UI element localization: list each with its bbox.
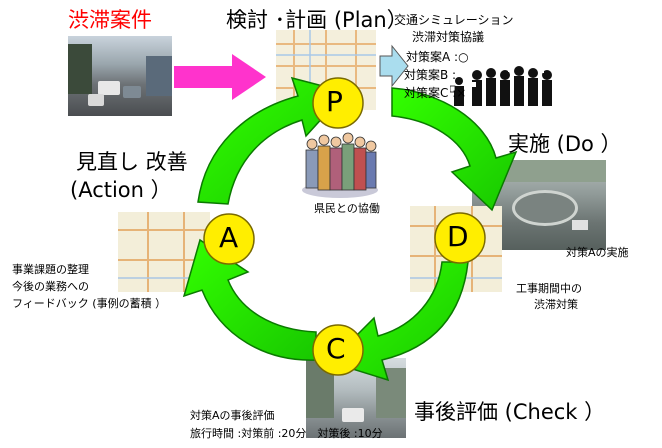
letter-plan: P xyxy=(326,85,343,118)
do-caption: 対策Aの実施 xyxy=(566,246,629,259)
plan-option-c: 対策案C :× xyxy=(404,86,467,100)
plan-title: 検討 ･計画 (Plan） xyxy=(226,8,408,32)
circle-plan xyxy=(312,77,364,129)
meeting-clipart xyxy=(468,62,556,108)
action-caption-line3: フィードバック (事例の蓄積 ） xyxy=(12,297,167,310)
arrow-check-to-action xyxy=(182,238,317,361)
check-caption-line2: 旅行時間 :対策前 :20分 対策後 :10分 xyxy=(190,427,383,440)
citizens-clipart xyxy=(300,128,380,198)
check-caption-line1: 対策Aの事後評価 xyxy=(190,409,275,422)
action-title-line2: (Action ） xyxy=(70,178,172,202)
plan-map xyxy=(276,30,376,110)
action-caption-line1: 事業課題の整理 xyxy=(12,263,89,276)
plan-option-b: 対策案B : xyxy=(404,68,457,82)
do-caption-line2: 渋滞対策 xyxy=(534,298,578,311)
do-title: 実施 (Do ） xyxy=(508,132,622,156)
arrow-plan-to-do xyxy=(391,87,518,212)
plan-note-simulation: 交通シミュレーション xyxy=(394,13,514,27)
blue-arrow xyxy=(379,44,409,88)
check-title: 事後評価 (Check ） xyxy=(414,400,606,424)
action-caption-line2: 今後の業務への xyxy=(12,280,89,293)
circle-do xyxy=(434,212,486,264)
plan-option-a: 対策案A :○ xyxy=(406,50,469,64)
letter-action: A xyxy=(219,221,239,254)
letter-check: C xyxy=(326,332,346,365)
arrow-do-to-check xyxy=(328,261,469,382)
action-title-line1: 見直し 改善 xyxy=(76,150,188,174)
circle-action xyxy=(203,213,255,265)
traffic-jam-photo xyxy=(68,36,172,116)
check-photo xyxy=(306,358,406,438)
problem-title: 渋滞案件 xyxy=(68,8,152,32)
do-caption-line1: 工事期間中の xyxy=(516,282,582,295)
presenter-clipart xyxy=(450,76,468,106)
plan-note-consultation: 渋滞対策協議 xyxy=(412,30,485,44)
circle-check xyxy=(312,324,364,376)
pink-arrow xyxy=(174,54,266,100)
collab-caption: 県民との協働 xyxy=(314,202,380,215)
letter-do: D xyxy=(447,220,469,253)
